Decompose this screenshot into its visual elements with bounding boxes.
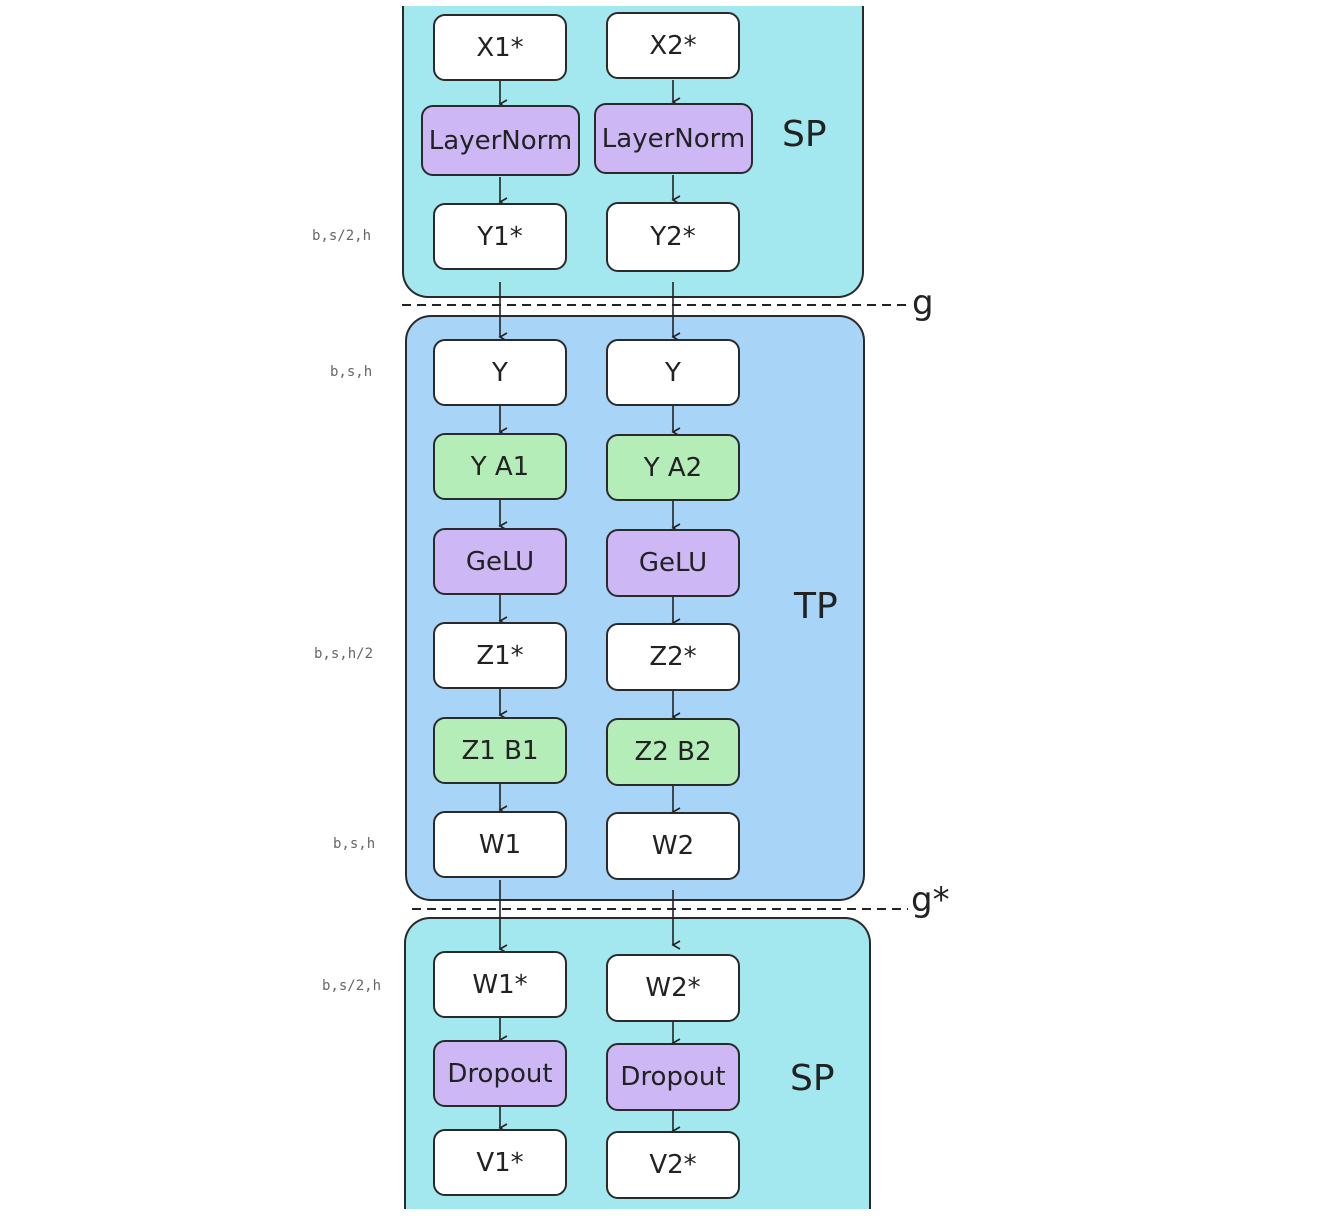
node-w1-star: W1* [433,951,567,1018]
g-label: g [912,283,934,323]
dim-label-2: b,s,h [330,364,373,380]
node-y-a2: Y A2 [606,434,740,501]
node-z2-b2: Z2 B2 [606,718,740,786]
node-y1-star: Y1* [433,203,567,270]
dim-label-4: b,s,h [333,836,376,852]
node-layernorm-2: LayerNorm [594,103,753,174]
node-y-a1: Y A1 [433,433,567,500]
node-y2-star: Y2* [606,202,740,272]
node-w2: W2 [606,812,740,880]
node-z2-star: Z2* [606,623,740,691]
node-z1-b1: Z1 B1 [433,717,567,784]
dim-label-1: b,s/2,h [312,228,372,244]
node-y-left: Y [433,339,567,406]
node-v2-star: V2* [606,1131,740,1199]
g-star-label: g* [911,880,950,920]
node-gelu-1: GeLU [433,528,567,595]
node-dropout-1: Dropout [433,1040,567,1107]
dim-label-5: b,s/2,h [322,978,382,994]
sp-label-top: SP [782,114,827,155]
node-z1-star: Z1* [433,622,567,689]
dim-label-3: b,s,h/2 [314,646,374,662]
node-x1: X1* [433,14,567,81]
node-v1-star: V1* [433,1129,567,1196]
tp-label: TP [794,586,838,627]
node-w2-star: W2* [606,954,740,1022]
node-layernorm-1: LayerNorm [421,105,580,176]
node-x2: X2* [606,12,740,79]
node-w1: W1 [433,811,567,878]
node-dropout-2: Dropout [606,1043,740,1111]
node-gelu-2: GeLU [606,529,740,597]
tp-region [405,315,865,901]
sp-label-bottom: SP [790,1058,835,1099]
node-y-right: Y [606,339,740,406]
